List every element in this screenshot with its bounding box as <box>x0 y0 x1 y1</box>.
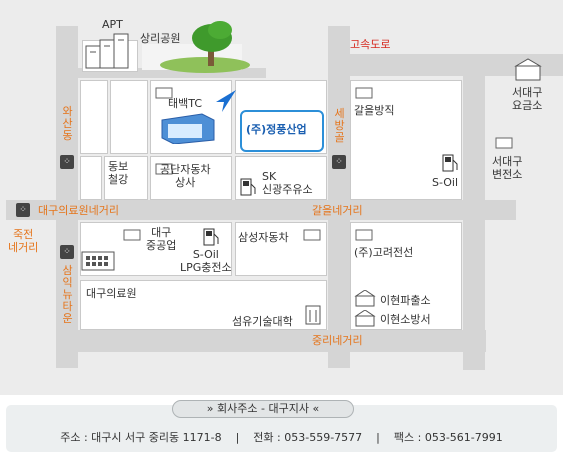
textile-univ-label: 섬유기술대학 <box>232 315 293 328</box>
police-label: 이현파출소 <box>380 294 431 307</box>
textile-building-icon <box>305 305 321 325</box>
address-text: 주소 : 대구시 서구 중리동 1171-8 <box>60 431 222 444</box>
map-area <box>0 0 563 395</box>
park-tree-icon <box>160 21 250 73</box>
junction-marker-wasan: ⁘ <box>60 155 74 169</box>
address-line: 주소 : 대구시 서구 중리동 1171-8|전화 : 053-559-7577… <box>60 431 503 444</box>
toll-building-icon <box>514 58 542 81</box>
soil-label: S-Oil <box>432 176 459 189</box>
road-main-vertical <box>56 26 78 368</box>
junction-marker-samik: ⁘ <box>60 245 74 259</box>
soil-lpg-label: S-Oil LPG충전소 <box>180 248 232 274</box>
company-label: (주)정풍산업 <box>246 123 307 136</box>
dongbo-label: 동보 철강 <box>108 160 129 186</box>
fire-station-icon <box>354 310 376 327</box>
company-building-icon <box>161 113 215 144</box>
junction-marker-sebang: ⁘ <box>332 155 346 169</box>
police-building-icon <box>354 290 376 307</box>
substation-building-icon <box>495 137 513 149</box>
toll-label: 서대구 요금소 <box>512 86 543 112</box>
fire-station-label: 이현소방서 <box>380 313 431 326</box>
road-daegu-clinic-horizontal <box>6 200 516 220</box>
daegu-heavy-building-icon <box>123 229 141 241</box>
substation-label: 서대구 변전소 <box>492 155 523 181</box>
block-galeul <box>350 80 462 200</box>
wasan-road-label: 와산동 <box>62 105 73 142</box>
daegu-heavy-label: 대구 중공업 <box>146 226 177 252</box>
daegu-clinic-junction-label: 대구의료원네거리 <box>38 204 119 217</box>
gongdan-label: 공단자동차 상사 <box>160 163 211 189</box>
samsung-motors-label: 삼성자동차 <box>238 231 289 244</box>
jungni-junction-label: 중리네거리 <box>312 334 363 347</box>
road-sebang-vertical <box>328 26 350 368</box>
samik-road-label: 삼익뉴타운 <box>62 264 73 325</box>
road-east-vertical <box>463 70 485 370</box>
taebaek-building-icon <box>155 87 173 99</box>
company-label-box[interactable] <box>240 110 324 152</box>
soil-station-icon <box>442 154 458 172</box>
gongdan-building-icon <box>155 163 173 175</box>
road-expressway <box>328 54 563 76</box>
goryeo-label: (주)고려전선 <box>354 246 414 259</box>
junction-marker-daegu-clinic: ⁘ <box>16 203 30 217</box>
galeul-building-icon <box>355 87 373 99</box>
jukjeon-junction-label: 죽전 네거리 <box>8 228 39 254</box>
block-dongbo-2 <box>104 156 148 200</box>
phone-text: 전화 : 053-559-7577 <box>253 431 363 444</box>
gas-station-icon <box>240 178 256 196</box>
expressway-label: 고속도로 <box>350 38 391 51</box>
fax-text: 팩스 : 053-561-7991 <box>393 431 503 444</box>
park-label: 상리공원 <box>140 32 181 45</box>
location-arrow-icon <box>216 90 236 112</box>
road-jungni-horizontal <box>56 330 486 352</box>
apt-building-icon <box>85 33 129 69</box>
road-top-horizontal <box>56 68 266 78</box>
apt-label: APT <box>102 18 123 31</box>
address-title-text: 회사주소 - 대구지사 <box>217 402 309 415</box>
taebaek-label: 태백TC <box>168 97 202 110</box>
samsung-building-icon <box>303 229 321 241</box>
block-dongbo <box>80 156 102 200</box>
block-clinic <box>80 280 327 330</box>
galeul-spinning-label: 갈을방직 <box>354 104 395 117</box>
address-title: » 회사주소 - 대구지사 « <box>172 400 354 418</box>
daegu-clinic-label: 대구의료원 <box>86 287 137 300</box>
sebang-road-label: 세방골 <box>334 107 345 144</box>
goryeo-building-icon <box>355 229 373 241</box>
factory-building-icon <box>81 251 115 271</box>
block-left-2 <box>110 80 148 154</box>
galeul-junction-label: 갈을네거리 <box>312 204 363 217</box>
sk-label: SK 신광주유소 <box>262 170 313 196</box>
block-gongdan <box>150 156 232 200</box>
block-left-1 <box>80 80 108 154</box>
lpg-station-icon <box>203 228 219 246</box>
